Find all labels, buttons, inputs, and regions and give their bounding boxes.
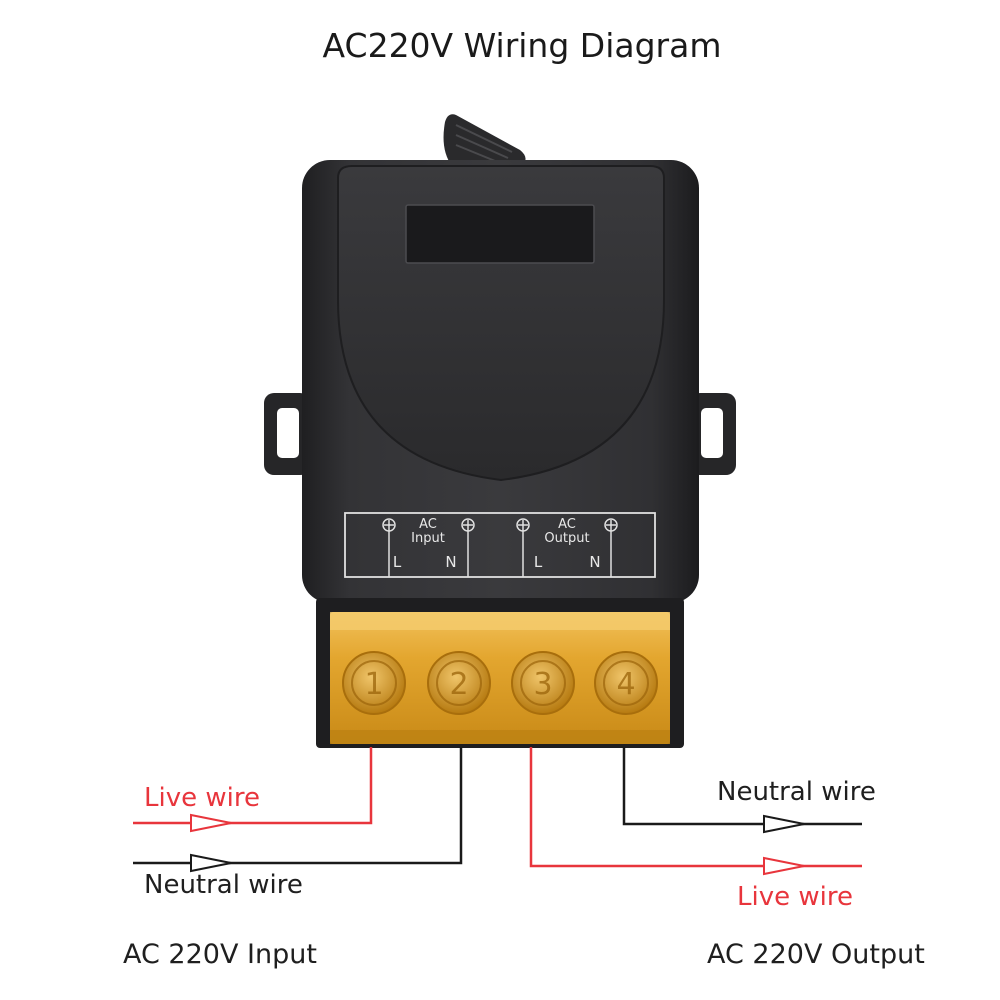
terminal-number: 4 (616, 667, 635, 702)
antenna (443, 114, 526, 166)
indicator-window (405, 204, 595, 264)
output-caption: AC 220V Output (707, 939, 925, 970)
panel-input-ac: AC (419, 517, 437, 532)
panel-output-l: L (534, 553, 543, 571)
output-live-label: Live wire (737, 882, 853, 912)
input-neutral-label: Neutral wire (144, 870, 303, 900)
input-neutral-wire (133, 747, 463, 865)
screw-symbol-icon (604, 518, 618, 532)
arrow-right-icon (763, 856, 805, 876)
terminal-screw-2: 2 (427, 651, 491, 715)
output-live-wire (529, 747, 862, 868)
panel-input-l: L (393, 553, 402, 571)
terminal-number: 1 (364, 667, 383, 702)
panel-output-n: N (589, 553, 600, 571)
mounting-tab-right (690, 393, 736, 475)
screw-symbol-icon (461, 518, 475, 532)
input-live-label: Live wire (144, 783, 260, 813)
input-caption: AC 220V Input (123, 939, 317, 970)
screw-symbol-icon (382, 518, 396, 532)
output-neutral-label: Neutral wire (717, 777, 876, 807)
terminal-screw-3: 3 (511, 651, 575, 715)
diagram-title: AC220V Wiring Diagram (323, 26, 722, 65)
arrow-right-icon (190, 853, 232, 873)
panel-output-label: Output (544, 531, 589, 546)
screw-symbol-icon (516, 518, 530, 532)
terminal-label-panel: AC Input AC Output L N L N (344, 512, 656, 578)
terminal-screw-1: 1 (342, 651, 406, 715)
terminal-number: 3 (533, 667, 552, 702)
panel-output-ac: AC (558, 517, 576, 532)
panel-input-label: Input (411, 531, 445, 546)
terminal-screw-4: 4 (594, 651, 658, 715)
arrow-right-icon (190, 813, 232, 833)
terminal-block (316, 598, 684, 748)
arrow-right-icon (763, 814, 805, 834)
terminal-number: 2 (449, 667, 468, 702)
mounting-tab-left (264, 393, 310, 475)
panel-input-n: N (445, 553, 456, 571)
